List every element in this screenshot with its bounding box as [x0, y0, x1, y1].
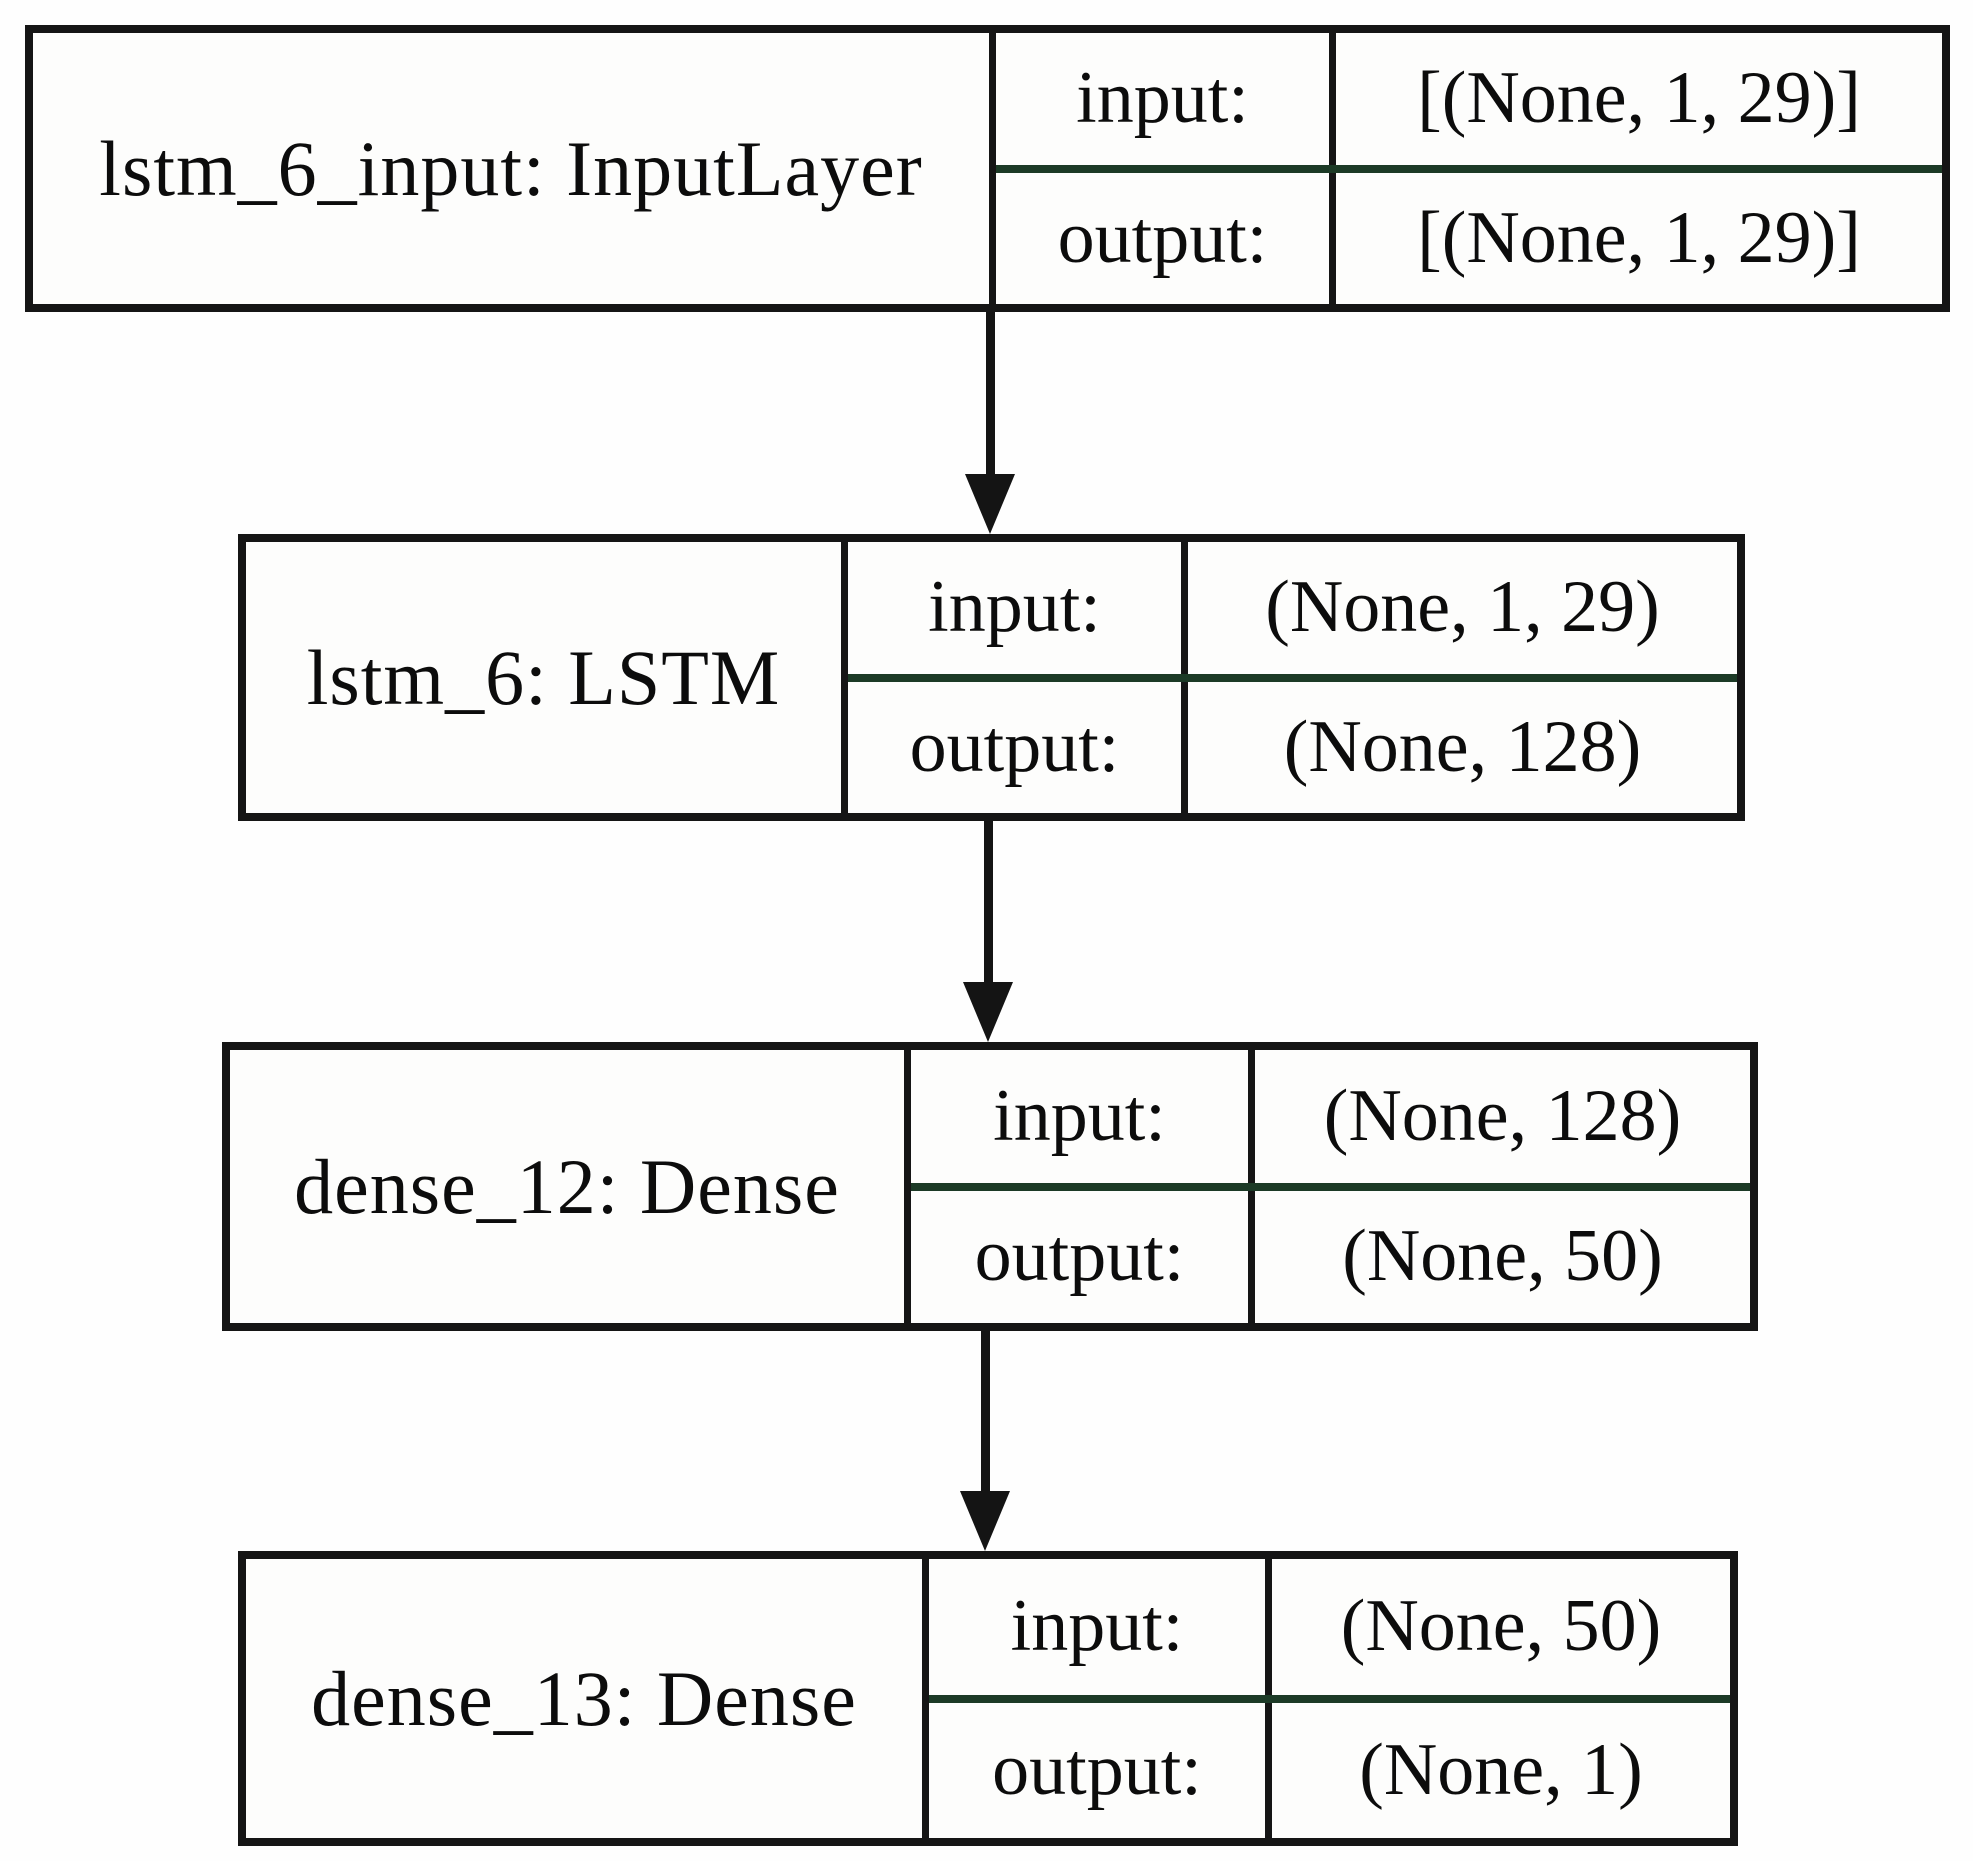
output-label: output:: [929, 1702, 1272, 1838]
input-label: input:: [911, 1050, 1255, 1183]
output-shape: (None, 50): [1342, 1215, 1663, 1298]
layer-node-dense-12: dense_12: Dense input: (None, 128) outpu…: [222, 1042, 1758, 1331]
arrow-down-icon: [965, 474, 1015, 534]
output-label: output:: [996, 172, 1336, 304]
layer-name: lstm_6: LSTM: [246, 542, 848, 813]
output-shape: [(None, 1, 29)]: [1417, 196, 1861, 279]
input-shape: (None, 50): [1340, 1585, 1662, 1668]
connector-line: [985, 312, 995, 474]
input-row: input: (None, 1, 29): [848, 542, 1737, 682]
io-table: input: (None, 1, 29) output: (None, 128): [848, 542, 1737, 813]
output-row: output: [(None, 1, 29)]: [996, 172, 1942, 304]
input-label: input:: [929, 1559, 1272, 1695]
connector-3: [959, 1331, 1011, 1551]
arrow-down-icon: [963, 982, 1013, 1042]
input-shape: (None, 128): [1323, 1074, 1682, 1157]
layer-name: dense_12: Dense: [230, 1050, 911, 1323]
layer-node-lstm-6: lstm_6: LSTM input: (None, 1, 29) output…: [238, 534, 1745, 821]
io-table: input: [(None, 1, 29)] output: [(None, 1…: [996, 33, 1942, 304]
layer-node-lstm-6-input: lstm_6_input: InputLayer input: [(None, …: [25, 25, 1950, 312]
input-row: input: (None, 50): [929, 1559, 1730, 1703]
input-shape: [(None, 1, 29)]: [1417, 57, 1861, 140]
connector-line: [983, 821, 993, 982]
layer-name: lstm_6_input: InputLayer: [33, 33, 996, 304]
connector-line: [980, 1331, 990, 1491]
input-label: input:: [996, 33, 1336, 165]
output-label: output:: [848, 681, 1188, 813]
io-table: input: (None, 128) output: (None, 50): [911, 1050, 1750, 1323]
input-shape: (None, 1, 29): [1265, 566, 1660, 649]
io-table: input: (None, 50) output: (None, 1): [929, 1559, 1730, 1838]
layer-node-dense-13: dense_13: Dense input: (None, 50) output…: [238, 1551, 1738, 1846]
input-row: input: (None, 128): [911, 1050, 1750, 1191]
output-label: output:: [911, 1190, 1255, 1323]
input-row: input: [(None, 1, 29)]: [996, 33, 1942, 173]
output-row: output: (None, 1): [929, 1702, 1730, 1838]
connector-1: [964, 312, 1016, 534]
output-shape: (None, 128): [1283, 705, 1642, 788]
input-label: input:: [848, 542, 1188, 674]
layer-name: dense_13: Dense: [246, 1559, 929, 1838]
output-row: output: (None, 128): [848, 681, 1737, 813]
connector-2: [962, 821, 1014, 1042]
output-shape: (None, 1): [1359, 1728, 1643, 1811]
output-row: output: (None, 50): [911, 1190, 1750, 1323]
arrow-down-icon: [960, 1491, 1010, 1551]
